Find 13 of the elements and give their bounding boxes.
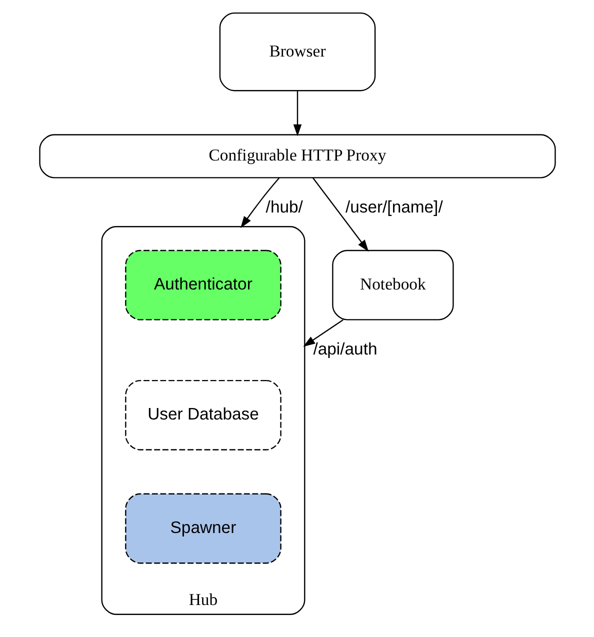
arrow	[292, 91, 302, 136]
edge-label: /hub/	[265, 198, 302, 217]
node-box: User Database	[124, 380, 281, 450]
arrow	[312, 177, 368, 252]
node-box: Browser	[218, 12, 376, 92]
arrow	[302, 319, 343, 347]
node-box: Configurable HTTP Proxy	[38, 134, 556, 178]
node-box: Spawner	[124, 493, 281, 564]
edge-label: /api/auth	[312, 340, 377, 359]
edge-label: /user/[name]/	[344, 198, 442, 217]
node-box: Notebook	[332, 250, 454, 320]
arrow	[240, 178, 280, 228]
node-box: Authenticator	[124, 250, 281, 320]
